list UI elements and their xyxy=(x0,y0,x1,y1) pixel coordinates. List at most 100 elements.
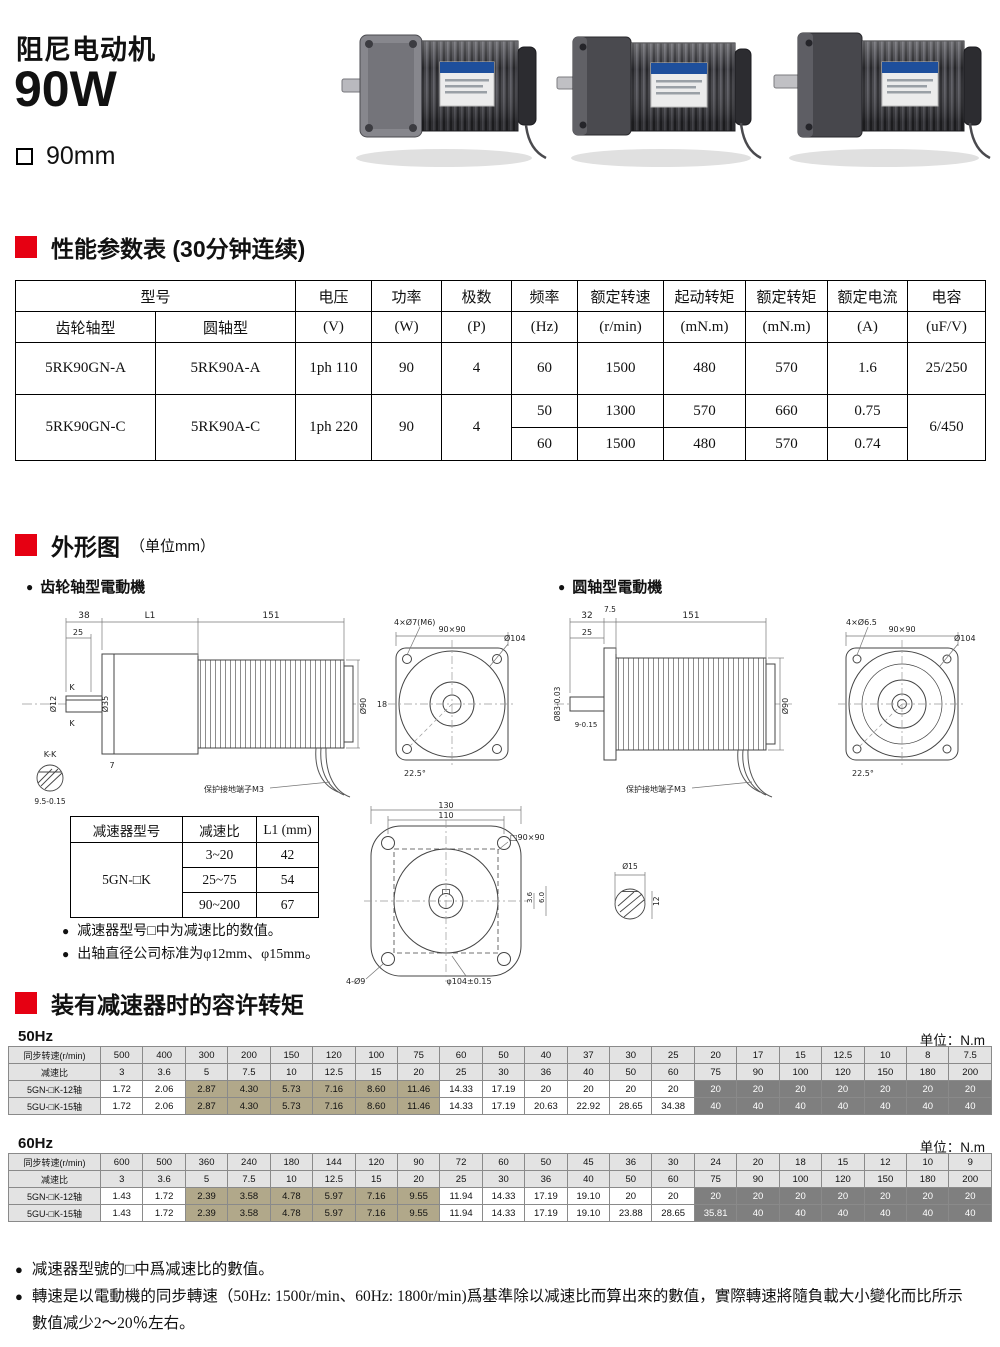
spec-cell: 660 xyxy=(745,394,829,428)
torque-header-cell: 72 xyxy=(439,1153,483,1171)
torque-value-cell: 1.43 xyxy=(99,1204,144,1222)
torque-header-cell: 360 xyxy=(184,1153,229,1171)
torque-header-cell: 3 xyxy=(99,1170,144,1188)
torque-value-cell: 20 xyxy=(651,1080,695,1098)
torque-value-cell: 14.33 xyxy=(439,1097,483,1115)
dim-text: 7.5 xyxy=(604,605,616,614)
section-unit-note: （单位mm） xyxy=(130,537,215,555)
torque-header-cell: 10 xyxy=(863,1046,908,1064)
spec-header-unit: (uF/V) xyxy=(907,311,987,343)
torque-value-cell: 40 xyxy=(693,1097,738,1115)
torque-value-cell: 4.30 xyxy=(227,1097,271,1115)
spec-data-row: 5RK90GN-C 5RK90A-C 1ph 220 90 4 50 1300 … xyxy=(15,394,987,461)
dim-text: K-K xyxy=(44,750,57,759)
torque-value-cell: 22.92 xyxy=(566,1097,611,1115)
spec-cell: 1300 xyxy=(577,394,665,428)
torque-header-cell: 180 xyxy=(906,1063,950,1081)
bullet-icon: ● xyxy=(62,947,70,961)
dim-text: 9-0.15 xyxy=(575,721,598,729)
torque-header-cell: 5 xyxy=(184,1063,229,1081)
torque-header-cell: 144 xyxy=(312,1153,356,1171)
dimension-lines xyxy=(65,618,360,789)
spec-cell: 1ph 220 xyxy=(295,394,373,461)
torque-header-cell: 400 xyxy=(142,1046,186,1064)
torque-value-cell: 17.19 xyxy=(524,1187,568,1205)
dim-text: φ104±0.15 xyxy=(446,977,491,986)
note-text: 减速器型号□中为减速比的数值。 xyxy=(77,924,282,939)
dim-text: 22.5° xyxy=(852,769,874,778)
section-marker-icon xyxy=(15,236,37,258)
torque-header-cell: 7.5 xyxy=(227,1170,271,1188)
bullet-icon: ● xyxy=(62,924,70,938)
dim-text: 25 xyxy=(73,628,83,637)
torque-header-cell: 17 xyxy=(736,1046,780,1064)
torque-value-cell: 1.72 xyxy=(99,1097,144,1115)
dim-text: 4×Ø6.5 xyxy=(846,617,877,627)
reducer-row: 90~200 67 xyxy=(71,892,319,918)
spec-header-unit: (P) xyxy=(441,311,513,343)
side-view xyxy=(554,647,792,798)
torque-header-cell: 12.5 xyxy=(312,1063,356,1081)
spec-cell: 5RK90A-C xyxy=(154,394,297,461)
torque-header-cell: 200 xyxy=(948,1063,992,1081)
torque-value-cell: 5.97 xyxy=(312,1204,356,1222)
outline-section-title: 外形图 （单位mm） xyxy=(15,528,215,562)
torque-value-cell: 14.33 xyxy=(439,1080,483,1098)
spec-cell: 90 xyxy=(371,342,443,395)
torque-value-cell: 2.06 xyxy=(142,1080,186,1098)
side-view xyxy=(22,653,360,798)
reducer-cell: 42 xyxy=(256,842,319,868)
torque-value-cell: 5.97 xyxy=(312,1187,356,1205)
torque-value-cell: 40 xyxy=(948,1097,992,1115)
torque-section-title: 装有减速器时的容许转矩 xyxy=(15,986,304,1020)
dim-text: L1 xyxy=(145,611,156,621)
square-frame-icon xyxy=(16,148,33,165)
torque-header-cell: 7.5 xyxy=(227,1063,271,1081)
power-rating: 90W xyxy=(14,61,117,117)
dim-text: Ø104 xyxy=(504,633,526,643)
spec-header-unit: (mN.m) xyxy=(663,311,747,343)
torque-value-cell: 2.39 xyxy=(184,1187,229,1205)
dim-text: 22.5° xyxy=(404,769,426,778)
torque-header-cell: 100 xyxy=(778,1063,823,1081)
torque-header-cell: 240 xyxy=(227,1153,271,1171)
torque-header-cell: 60 xyxy=(651,1063,695,1081)
spec-cell: 5RK90GN-C xyxy=(15,394,156,461)
torque-header-cell: 20 xyxy=(396,1063,441,1081)
dim-text: 90×90 xyxy=(888,625,915,634)
torque-value-cell: 20 xyxy=(863,1080,908,1098)
reducer-table: 减速器型号 减速比 L1 (mm) 5GN-□K 3~20 42 25~75 5… xyxy=(70,816,319,918)
dim-text: 38 xyxy=(78,611,90,621)
spec-cell: 6/450 xyxy=(907,394,987,461)
reducer-cell: 3~20 xyxy=(182,842,257,868)
torque-value-cell: 2.39 xyxy=(184,1204,229,1222)
ground-terminal-label: 保护接地端子M3 xyxy=(626,784,686,794)
torque-value-cell: 14.33 xyxy=(481,1187,526,1205)
torque-header-cell: 25 xyxy=(439,1170,483,1188)
torque-value-cell: 5.73 xyxy=(269,1080,314,1098)
dim-text: 90×90 xyxy=(438,625,465,634)
section-title-text: 装有减速器时的容许转矩 xyxy=(51,992,304,1018)
spec-header: 电容 xyxy=(907,280,987,312)
dim-text: 130 xyxy=(438,801,453,810)
torque-header-cell: 40 xyxy=(566,1170,611,1188)
torque-header-cell: 45 xyxy=(566,1153,611,1171)
torque-header-cell: 18 xyxy=(778,1153,823,1171)
torque-value-cell: 40 xyxy=(906,1204,950,1222)
footer-note-item: ● 轉速是以電動機的同步轉速（50Hz: 1500r/min、60Hz: 180… xyxy=(15,1283,977,1337)
bullet-icon: ● xyxy=(15,1289,23,1304)
drawing-label-text: 圆轴型電動機 xyxy=(572,579,663,596)
round-motor-outline-drawing: 32 7.5 151 25 Ø83-0.03 9-0.15 Ø90 保护接地端子… xyxy=(553,605,976,798)
torque-header-cell: 30 xyxy=(481,1170,526,1188)
torque-value-cell: 7.16 xyxy=(354,1187,398,1205)
dim-text: Ø12 xyxy=(48,696,58,712)
torque-value-cell: 2.06 xyxy=(142,1097,186,1115)
spec-header: 额定电流 xyxy=(827,280,909,312)
spec-section-title: 性能参数表 (30分钟连续) xyxy=(15,230,305,264)
torque-value-cell: 1.43 xyxy=(99,1187,144,1205)
